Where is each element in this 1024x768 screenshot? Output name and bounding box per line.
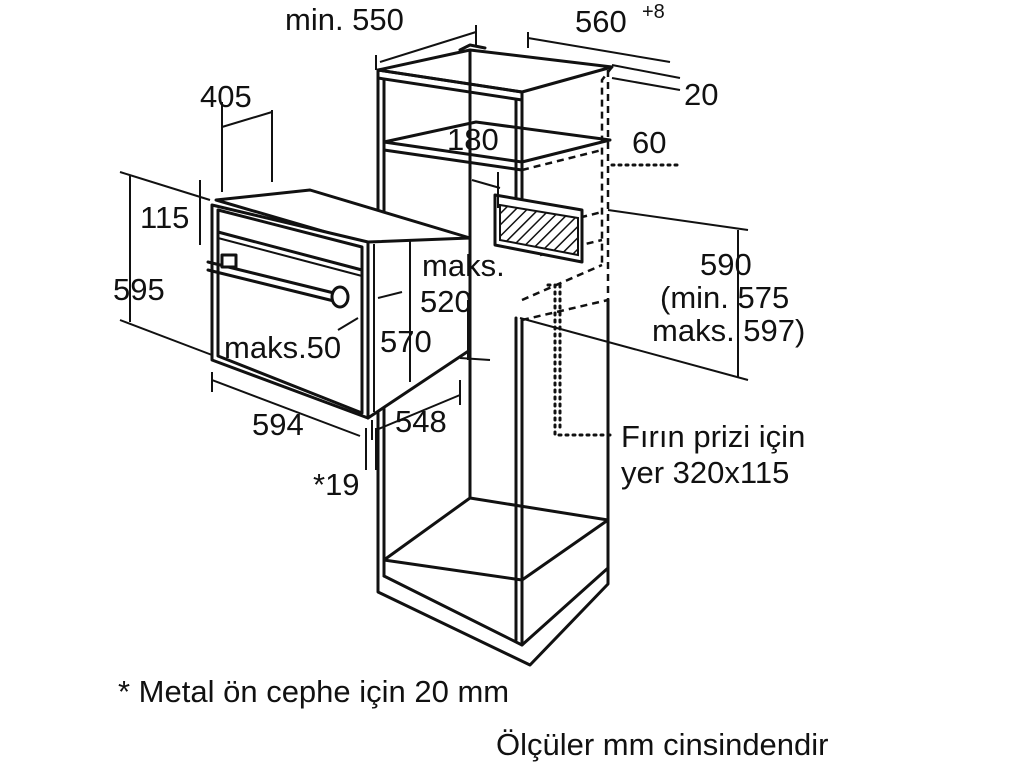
oven-control-panel-2 <box>217 237 363 277</box>
oven-handle-left <box>220 253 238 269</box>
dim-maks50: maks.50 <box>224 330 341 365</box>
dim-560-tolerance: +8 <box>642 1 665 23</box>
socket-labels: Fırın prizi için yer 320x115 <box>621 419 805 490</box>
cabinet-bottom-edge <box>376 566 610 667</box>
socket-leader <box>546 283 614 437</box>
cabinet-lower-hidden <box>521 298 609 322</box>
cabinet-shelf <box>382 120 612 164</box>
cabinet-lower-hidden-2 <box>521 263 603 302</box>
dim-560: 560 <box>575 4 627 39</box>
cabinet-top-front-edge <box>376 68 524 102</box>
dim-maks: maks. <box>422 248 505 283</box>
dim-180: 180 <box>447 122 499 157</box>
dim-520: 520 <box>420 284 472 319</box>
dim-20: 20 <box>684 77 718 112</box>
socket-label-line2: yer 320x115 <box>621 455 789 490</box>
dim-115: 115 <box>140 200 189 235</box>
cabinet-hidden-diag <box>539 238 603 257</box>
cabinet-bottom-front <box>382 566 610 647</box>
units-note: Ölçüler mm cinsindendir <box>496 727 829 762</box>
oven-side <box>366 236 472 420</box>
cabinet-top-panel <box>376 48 614 94</box>
dim-405: 405 <box>200 79 252 114</box>
oven-handle-bottom <box>206 268 340 304</box>
cabinet-top-rail <box>458 43 487 52</box>
cabinet <box>376 43 614 667</box>
cabinet-shelf-hidden <box>521 148 603 172</box>
dim-595: 595 <box>113 272 165 307</box>
dim-min550: min. 550 <box>285 2 404 37</box>
footnote-metal-front: * Metal ön cephe için 20 mm <box>118 674 509 709</box>
dim-548: 548 <box>395 404 447 439</box>
dimension-labels: min. 550 560 +8 20 405 180 60 115 595 ma… <box>113 1 805 502</box>
oven-handle-end <box>330 285 350 309</box>
dim-590: 590 <box>700 247 752 282</box>
dim-60: 60 <box>632 125 666 160</box>
oven-control-panel <box>216 230 364 272</box>
dim-570: 570 <box>380 324 432 359</box>
dim-19: *19 <box>313 467 360 502</box>
socket-label-line1: Fırın prizi için <box>621 419 805 454</box>
oven <box>206 188 472 420</box>
notes: * Metal ön cephe için 20 mm Ölçüler mm c… <box>118 674 829 762</box>
dim-594: 594 <box>252 407 304 442</box>
oven-front-inner <box>216 208 364 415</box>
dimension-lines <box>119 25 749 470</box>
socket-niche-hatch <box>499 203 579 257</box>
dim-min575: (min. 575 <box>660 280 789 315</box>
cabinet-bottom-floor <box>382 496 610 582</box>
cabinet-shelf-front <box>382 148 524 172</box>
dim-maks597: maks. 597) <box>652 313 805 348</box>
